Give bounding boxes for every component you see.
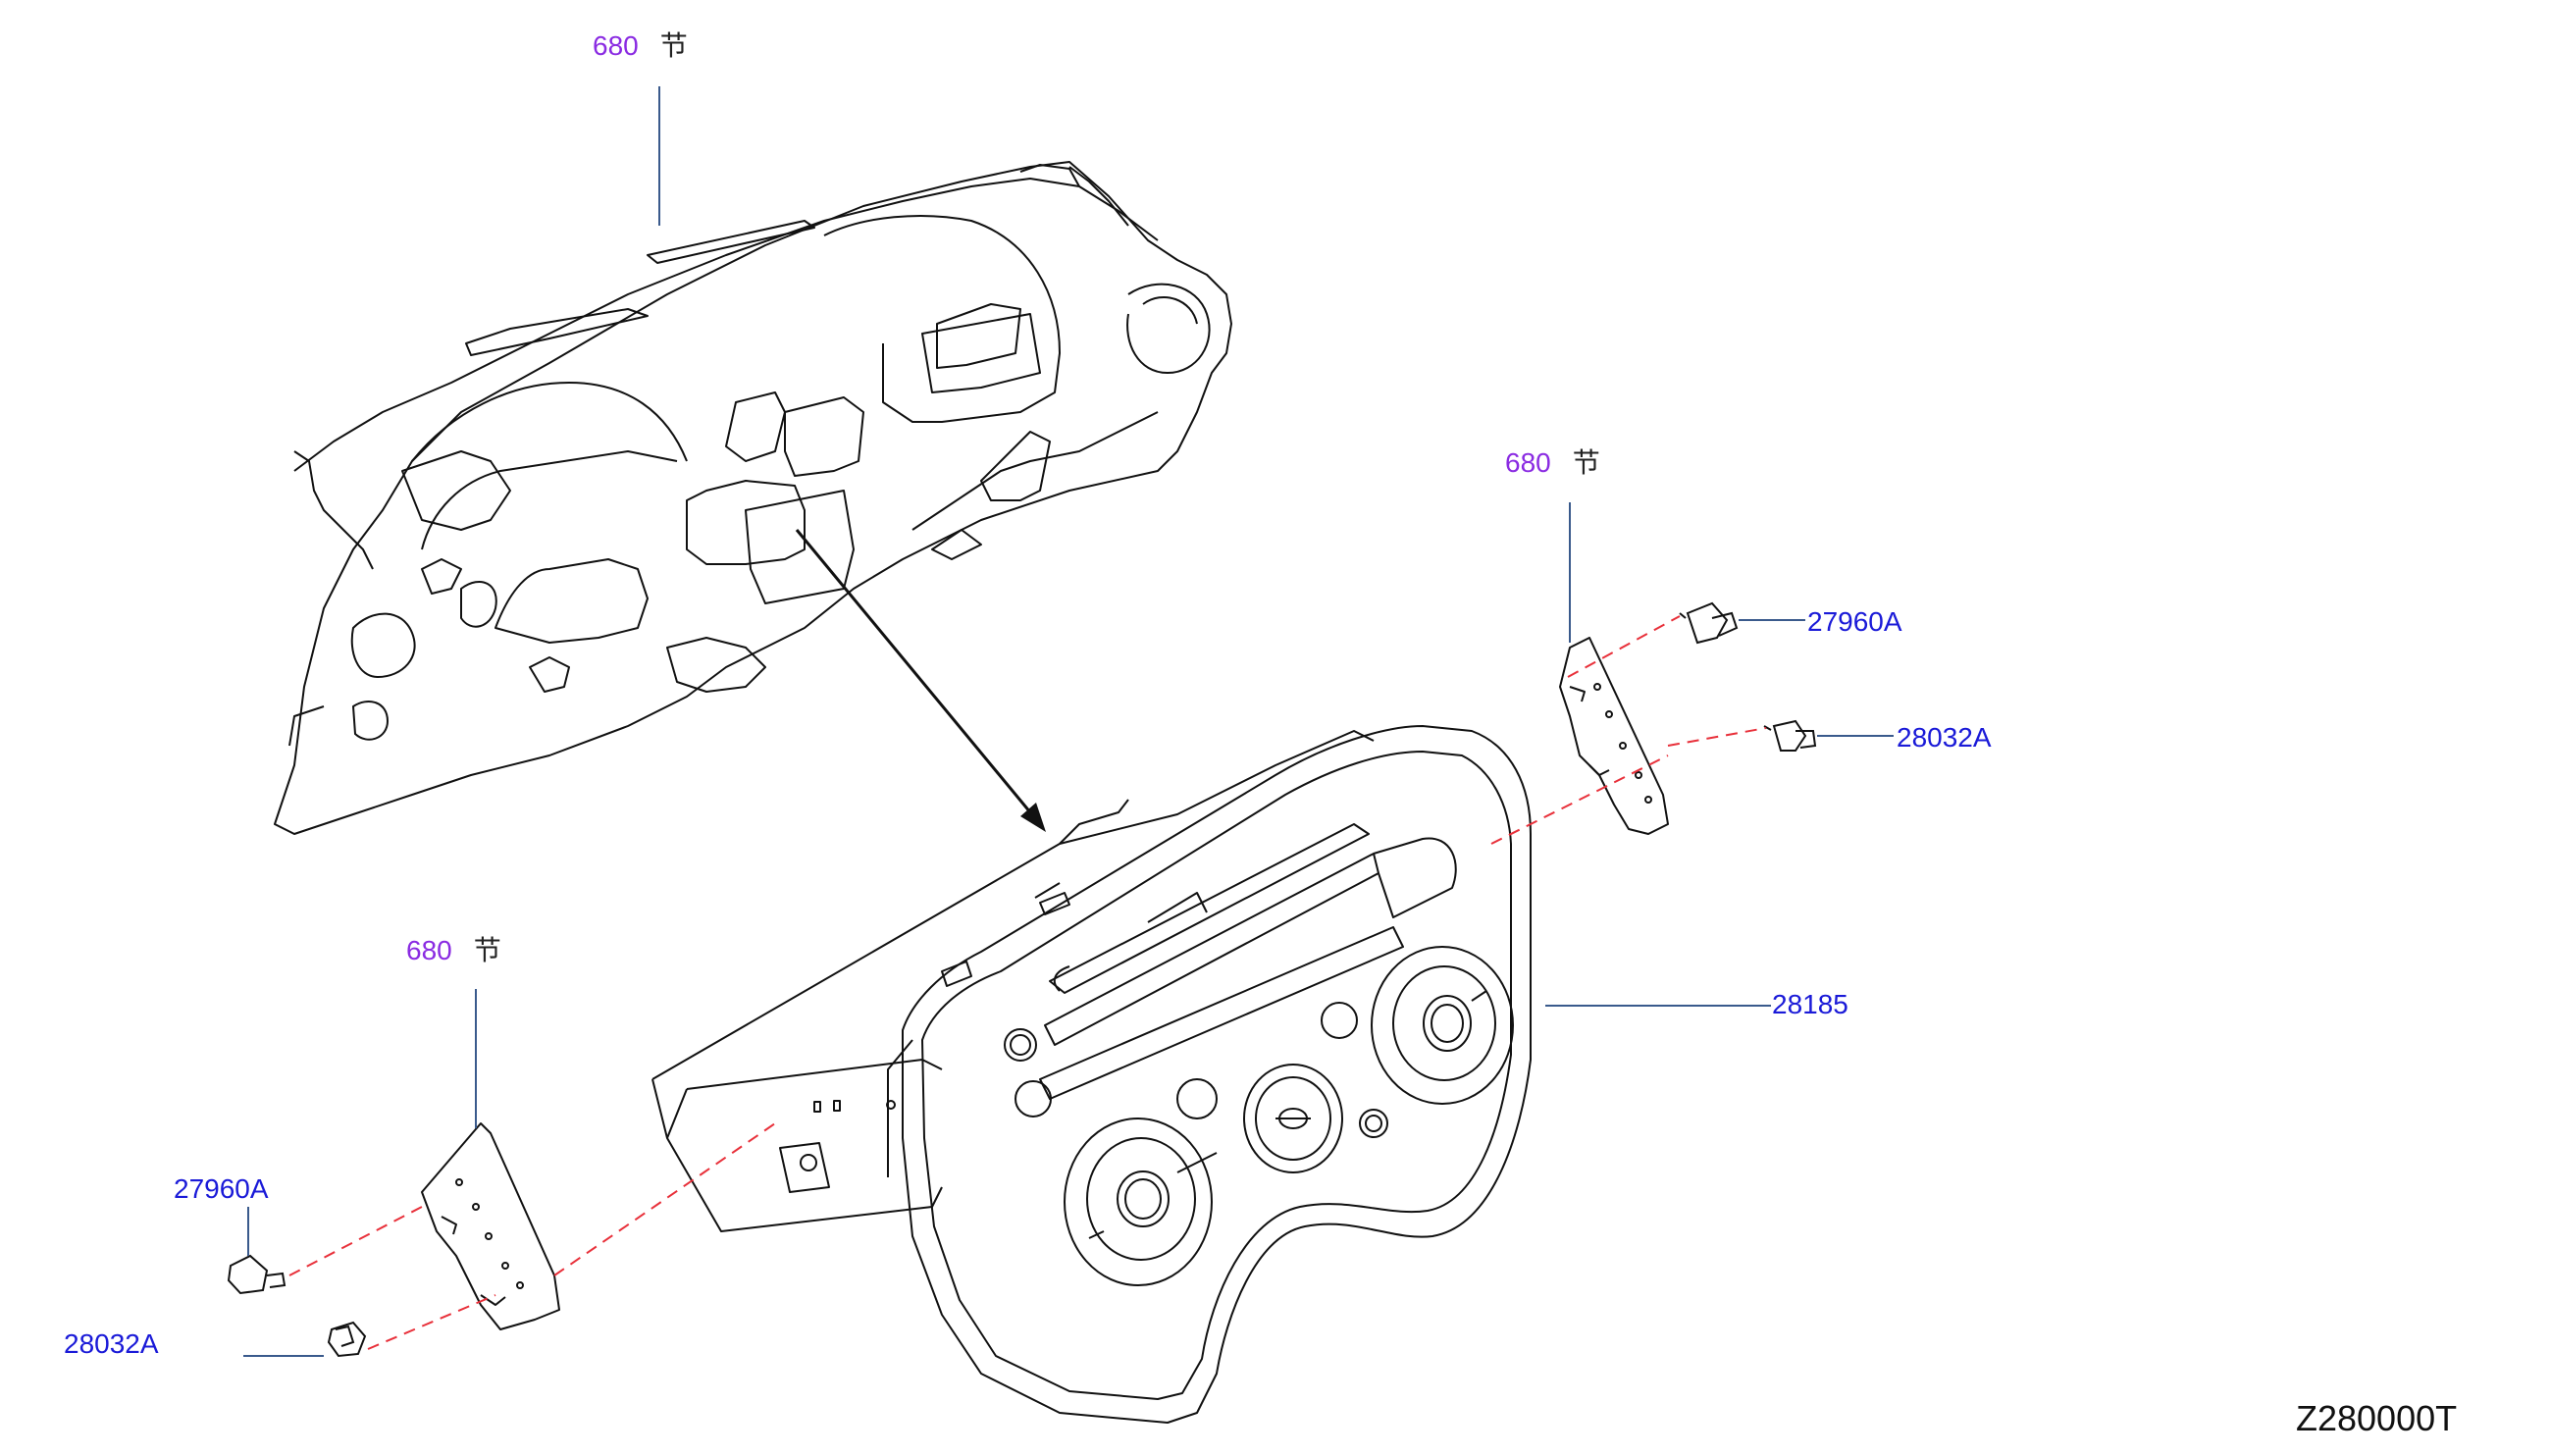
part-callout-27960a-right[interactable]: 27960A <box>1807 606 1902 637</box>
diagram-id-label: Z280000T <box>2296 1398 2458 1438</box>
section-ref-label-left[interactable]: 680 节 <box>406 937 501 964</box>
part-callout-28032a-left[interactable]: 28032A <box>64 1328 159 1359</box>
location-arrow <box>795 529 1046 832</box>
right-bracket-drawing <box>1559 637 1669 835</box>
heater-control-unit-drawing <box>651 725 1532 1424</box>
screw-27960a-left-drawing <box>227 1254 286 1295</box>
assembly-dashed-lines <box>288 615 1767 1350</box>
leader-lines <box>243 86 1894 1357</box>
screw-27960a-right-drawing <box>1679 601 1739 645</box>
part-callout-28032a-right[interactable]: 28032A <box>1897 722 1992 753</box>
section-ref-number: 680 <box>406 935 452 965</box>
section-symbol: 节 <box>1572 446 1600 479</box>
left-bracket-drawing <box>421 1122 560 1330</box>
section-ref-label-top[interactable]: 680 节 <box>593 32 688 60</box>
screw-28032a-left-drawing <box>327 1321 367 1358</box>
section-ref-label-right[interactable]: 680 节 <box>1505 449 1600 477</box>
instrument-panel-drawing <box>274 161 1232 835</box>
screw-28032a-right-drawing <box>1763 719 1817 752</box>
part-callout-28185[interactable]: 28185 <box>1772 989 1848 1019</box>
section-ref-number: 680 <box>593 30 639 61</box>
section-symbol: 节 <box>473 934 501 966</box>
part-callout-27960a-left[interactable]: 27960A <box>174 1173 269 1204</box>
section-ref-number: 680 <box>1505 447 1551 478</box>
section-symbol: 节 <box>659 29 688 62</box>
